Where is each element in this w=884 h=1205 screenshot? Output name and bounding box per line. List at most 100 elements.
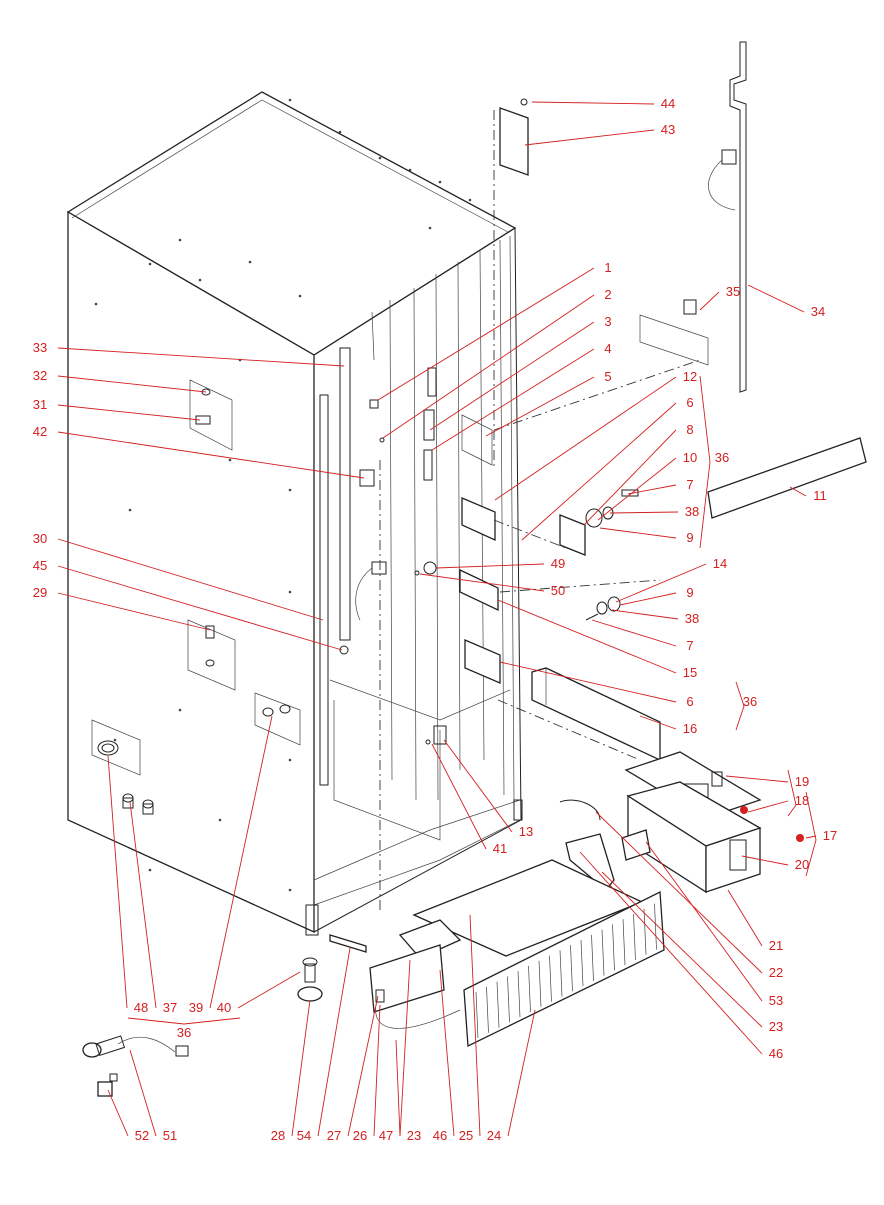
leader-line-14: [615, 563, 707, 603]
leader-line-30: [57, 538, 324, 621]
grille-slot: [654, 903, 657, 950]
part-label-7: 7: [686, 477, 693, 492]
part-label-44: 44: [661, 96, 675, 111]
part-label-3: 3: [604, 314, 611, 329]
leader-line-52: [107, 1089, 129, 1137]
leader-line-5: [485, 376, 595, 437]
grille-slot: [486, 986, 489, 1033]
leader-line-19: [725, 775, 789, 783]
leader-line-13: [443, 739, 513, 833]
leader-line-4: [431, 348, 595, 451]
part-label-46: 46: [769, 1046, 783, 1061]
leader-line-23: [399, 959, 411, 1137]
part-label-36: 36: [743, 694, 757, 709]
leader-line-6: [521, 402, 677, 541]
part-label-6: 6: [686, 694, 693, 709]
part-label-13: 13: [519, 824, 533, 839]
leader-line-48: [107, 755, 128, 1009]
bottom-parts: [82, 859, 665, 1097]
leader-line-11: [789, 486, 807, 497]
part-label-38: 38: [685, 611, 699, 626]
part-label-23: 23: [769, 1019, 783, 1034]
leader-line-47: [395, 1039, 401, 1137]
brace-2: [787, 769, 797, 817]
leader-line-42: [57, 431, 365, 479]
leader-line-27: [347, 995, 379, 1137]
leader-line-38: [611, 609, 679, 620]
grille-slot: [507, 976, 510, 1023]
leader-line-44: [531, 101, 655, 105]
leader-line-23: [601, 871, 763, 1028]
part-label-6: 6: [686, 395, 693, 410]
part-label-52: 52: [135, 1128, 149, 1143]
part-label-40: 40: [217, 1000, 231, 1015]
part-label-28: 28: [271, 1128, 285, 1143]
part-label-18: 18: [795, 793, 809, 808]
part-label-37: 37: [163, 1000, 177, 1015]
leader-line-45: [57, 565, 343, 651]
grille-slot: [496, 981, 500, 1028]
part-label-38: 38: [685, 504, 699, 519]
part-label-45: 45: [33, 558, 47, 573]
part-label-48: 48: [134, 1000, 148, 1015]
part-label-33: 33: [33, 340, 47, 355]
part-label-34: 34: [811, 304, 825, 319]
part-label-23: 23: [407, 1128, 421, 1143]
part-label-5: 5: [604, 369, 611, 384]
leader-line-46: [439, 969, 455, 1137]
part-label-27: 27: [327, 1128, 341, 1143]
grille-slot: [633, 913, 636, 961]
part-label-14: 14: [713, 556, 727, 571]
grille-slot: [580, 939, 584, 987]
part-label-26: 26: [353, 1128, 367, 1143]
part-label-31: 31: [33, 397, 47, 412]
grille-slot: [622, 919, 626, 966]
leader-line-32: [57, 375, 207, 393]
leader-lines: [57, 101, 817, 1137]
part-label-35: 35: [726, 284, 740, 299]
leader-line-35: [699, 291, 720, 311]
part-label-22: 22: [769, 965, 783, 980]
part-label-17: 17: [823, 828, 837, 843]
leader-line-28: [291, 999, 311, 1137]
grille-slot: [643, 908, 647, 955]
grille-slot: [601, 929, 605, 976]
leader-line-20: [741, 855, 789, 866]
part-label-36: 36: [715, 450, 729, 465]
leader-line-46: [579, 851, 763, 1055]
leader-line-49: [435, 563, 545, 569]
cabinet-body: [66, 91, 523, 936]
leader-line-18: [747, 800, 789, 813]
leader-line-25: [469, 914, 481, 1137]
part-label-42: 42: [33, 424, 47, 439]
part-label-8: 8: [686, 422, 693, 437]
leader-line-29: [57, 592, 211, 631]
left-face-parts: [91, 347, 387, 815]
part-label-1: 1: [604, 260, 611, 275]
leader-line-43: [524, 129, 655, 146]
part-label-46: 46: [433, 1128, 447, 1143]
leader-line-10: [597, 457, 677, 521]
leader-line-7: [591, 619, 677, 647]
leader-line-9: [619, 592, 677, 606]
grille-slot: [570, 945, 573, 992]
part-label-10: 10: [683, 450, 697, 465]
leader-line-40: [237, 971, 301, 1009]
grille-slot: [559, 950, 563, 997]
part-label-11: 11: [813, 488, 827, 503]
part-label-41: 41: [493, 841, 507, 856]
part-label-50: 50: [551, 583, 565, 598]
part-label-29: 29: [33, 585, 47, 600]
leader-line-33: [57, 347, 345, 367]
leader-line-12: [494, 376, 677, 501]
brace-3: [805, 791, 817, 877]
grille-slot: [538, 960, 542, 1007]
grille-slot: [528, 965, 531, 1013]
part-label-9: 9: [686, 530, 693, 545]
leader-line-2: [382, 294, 595, 439]
leader-line-6: [499, 661, 677, 703]
leader-line-24: [507, 1009, 536, 1137]
leader-line-3: [429, 321, 595, 431]
part-label-24: 24: [487, 1128, 501, 1143]
